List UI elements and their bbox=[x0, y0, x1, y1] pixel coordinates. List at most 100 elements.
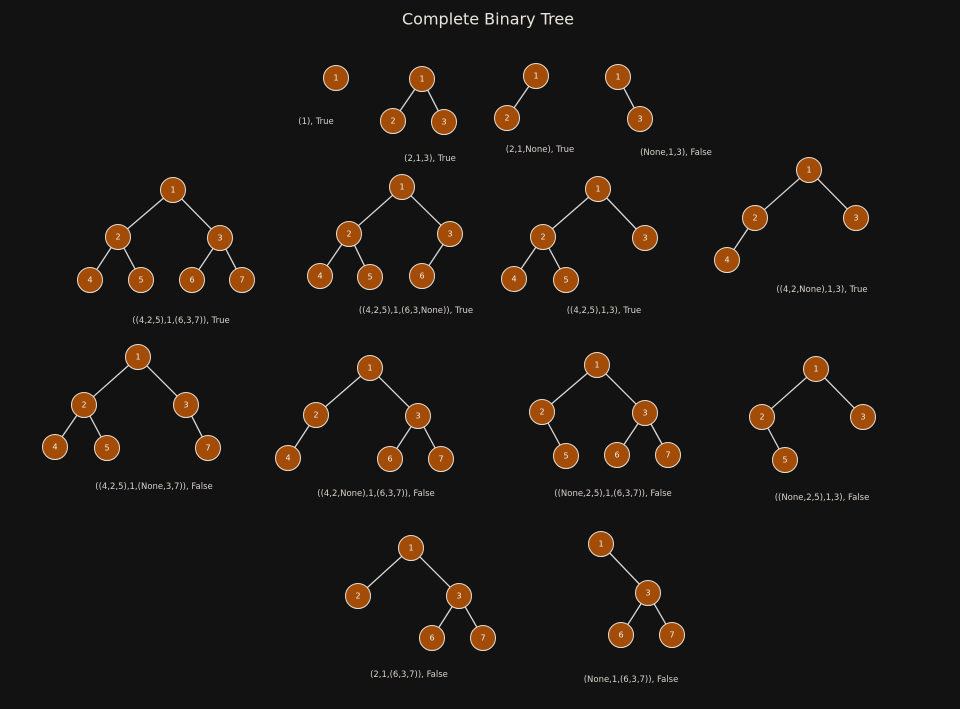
node-circle bbox=[431, 109, 457, 135]
tree-node-1: 1 bbox=[409, 66, 435, 92]
node-label: 1 bbox=[598, 540, 603, 549]
node-circle bbox=[588, 531, 614, 557]
tree-edge-1-3 bbox=[623, 87, 635, 109]
tree-node-2: 2 bbox=[336, 221, 362, 247]
tree-node-2: 2 bbox=[380, 108, 406, 134]
node-label: 1 bbox=[333, 74, 338, 83]
node-circle bbox=[357, 264, 383, 290]
node-circle bbox=[323, 65, 349, 91]
node-circle bbox=[428, 446, 454, 472]
tree-node-7: 7 bbox=[229, 267, 255, 293]
node-circle bbox=[207, 225, 233, 251]
tree-node-2: 2 bbox=[71, 392, 97, 418]
tree-caption: ((4,2,5),1,3), True bbox=[567, 306, 642, 316]
node-label: 4 bbox=[511, 275, 516, 284]
node-circle bbox=[553, 443, 579, 469]
node-circle bbox=[714, 247, 740, 273]
node-circle bbox=[501, 266, 527, 292]
tree-node-4: 4 bbox=[714, 247, 740, 273]
node-circle bbox=[772, 447, 798, 473]
tree-edge-3-7 bbox=[225, 248, 237, 270]
tree-caption: (None,1,3), False bbox=[640, 148, 712, 158]
tree-node-3: 3 bbox=[431, 109, 457, 135]
tree-node-5: 5 bbox=[94, 435, 120, 461]
tree-node-4: 4 bbox=[77, 267, 103, 293]
node-label: 1 bbox=[135, 353, 140, 362]
tree-caption: ((None,2,5),1,3), False bbox=[775, 493, 870, 503]
tree-edge-2-4 bbox=[61, 414, 78, 438]
node-circle bbox=[409, 263, 435, 289]
node-label: 2 bbox=[346, 230, 351, 239]
node-label: 1 bbox=[399, 183, 404, 192]
tree-edge-2-5 bbox=[548, 247, 561, 270]
tree-caption: ((None,2,5),1,(6,3,7)), False bbox=[554, 489, 671, 499]
node-circle bbox=[173, 392, 199, 418]
tree-3: 12(2,1,None), True bbox=[494, 63, 574, 155]
tree-node-1: 1 bbox=[523, 63, 549, 89]
node-label: 7 bbox=[239, 276, 244, 285]
tree-node-1: 1 bbox=[796, 157, 822, 183]
tree-node-1: 1 bbox=[357, 355, 383, 381]
node-label: 2 bbox=[539, 408, 544, 417]
node-circle bbox=[632, 400, 658, 426]
node-label: 1 bbox=[533, 72, 538, 81]
tree-edge-1-3 bbox=[378, 376, 410, 408]
node-circle bbox=[336, 221, 362, 247]
tree-edge-1-3 bbox=[410, 195, 442, 226]
tree-node-4: 4 bbox=[275, 445, 301, 471]
node-label: 5 bbox=[138, 276, 143, 285]
tree-edge-1-2 bbox=[126, 197, 165, 230]
tree-node-6: 6 bbox=[179, 267, 205, 293]
tree-node-4: 4 bbox=[307, 263, 333, 289]
node-label: 1 bbox=[813, 365, 818, 374]
tree-node-3: 3 bbox=[632, 400, 658, 426]
tree-node-1: 1 bbox=[605, 64, 631, 90]
node-circle bbox=[635, 580, 661, 606]
tree-edge-3-7 bbox=[191, 415, 203, 438]
node-circle bbox=[345, 583, 371, 609]
node-circle bbox=[655, 442, 681, 468]
tree-edge-3-6 bbox=[198, 247, 214, 271]
node-label: 1 bbox=[170, 186, 175, 195]
node-circle bbox=[632, 225, 658, 251]
node-label: 2 bbox=[81, 401, 86, 410]
tree-edge-1-3 bbox=[181, 198, 212, 230]
node-circle bbox=[128, 267, 154, 293]
tree-node-5: 5 bbox=[772, 447, 798, 473]
tree-edge-1-2 bbox=[92, 364, 130, 398]
tree-caption: (2,1,(6,3,7)), False bbox=[370, 670, 448, 680]
tree-edge-2-4 bbox=[326, 243, 343, 267]
tree-node-5: 5 bbox=[553, 443, 579, 469]
tree-node-2: 2 bbox=[345, 583, 371, 609]
node-label: 6 bbox=[429, 634, 434, 643]
node-label: 4 bbox=[87, 276, 92, 285]
tree-edge-1-3 bbox=[419, 556, 451, 588]
node-label: 4 bbox=[724, 256, 729, 265]
tree-caption: ((4,2,5),1,(6,3,None)), True bbox=[359, 306, 473, 316]
node-circle bbox=[659, 622, 685, 648]
node-label: 2 bbox=[313, 411, 318, 420]
node-label: 4 bbox=[285, 454, 290, 463]
tree-node-2: 2 bbox=[494, 105, 520, 131]
node-circle bbox=[584, 352, 610, 378]
node-circle bbox=[749, 404, 775, 430]
tree-node-2: 2 bbox=[530, 224, 556, 250]
node-label: 6 bbox=[614, 451, 619, 460]
tree-node-1: 1 bbox=[803, 356, 829, 382]
node-label: 3 bbox=[860, 413, 865, 422]
tree-node-5: 5 bbox=[357, 264, 383, 290]
tree-node-6: 6 bbox=[608, 622, 634, 648]
node-circle bbox=[409, 66, 435, 92]
node-label: 5 bbox=[104, 444, 109, 453]
node-label: 1 bbox=[419, 75, 424, 84]
tree-edge-3-7 bbox=[653, 603, 667, 625]
node-circle bbox=[529, 399, 555, 425]
node-circle bbox=[530, 224, 556, 250]
tree-node-6: 6 bbox=[377, 446, 403, 472]
node-label: 3 bbox=[415, 412, 420, 421]
